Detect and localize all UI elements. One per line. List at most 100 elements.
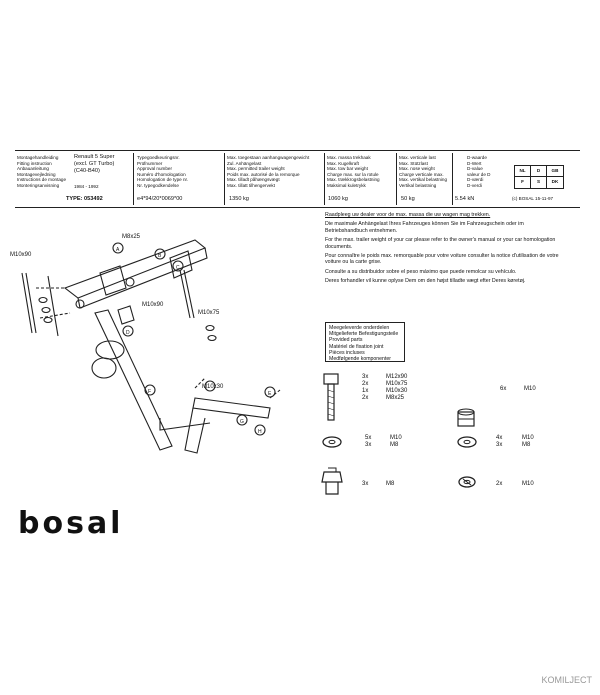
part-qty: 3x [362, 374, 369, 380]
dvalue-line: D-waarde [467, 155, 487, 160]
lang-line: Fitting instruction [17, 160, 52, 166]
exploded-assembly-diagram: M8x25 M10x90 M10x75 M10x90 M10x30 A B C … [10, 234, 281, 454]
vehicle-code: (C40-B40) [74, 168, 100, 174]
vertical-line: Max. nose weight [399, 166, 435, 171]
lang-line: Montagevejledning [17, 171, 56, 177]
parts-illustrations [321, 373, 477, 495]
label-m10x30: M10x30 [202, 384, 224, 390]
approval-number: e4*94/20*0069*00 [137, 196, 183, 202]
part-size: M8x25 [386, 395, 405, 401]
max-trailer-line: Max. tillatt tilhengervekt [227, 182, 275, 188]
part-qty: 3x [362, 481, 369, 487]
lang-line: Monteringsanvisning [17, 182, 60, 188]
part-qty: 2x [362, 395, 369, 401]
marker-letter: A [116, 247, 120, 253]
country-code: NL [515, 166, 531, 177]
part-size: M10 [524, 386, 536, 392]
lang-line: Instructions de montage [17, 177, 67, 182]
approval-line: Homologation de type nr. [137, 177, 189, 182]
label-m8x25: M8x25 [122, 234, 141, 240]
max-mass-line: Max. tow bar weight [327, 166, 368, 171]
dvalue-line: D-verdi [467, 182, 482, 188]
col-divider [396, 153, 397, 205]
part-qty: 6x [500, 386, 507, 392]
approval-line: Numéro d'homologation [137, 171, 186, 177]
col-divider [224, 153, 225, 205]
country-code: DK [551, 179, 559, 184]
max-trailer-line: Poids max. autorisé de la remorque [227, 171, 300, 177]
part-size: M12x90 [386, 374, 408, 380]
note-line: Consulte a su distribuidor sobre el peso… [325, 268, 517, 275]
col-divider [324, 153, 325, 205]
note-line: Deres forhandler vil kunne oplyse Dem om… [325, 278, 526, 285]
part-qty: 3x [496, 442, 503, 448]
part-size: M8 [390, 442, 399, 448]
note-line: Raadpleeg uw dealer voor de max. massa d… [325, 212, 491, 218]
part-size: M10x30 [386, 388, 408, 394]
approval-line: Nr. typegodkendelse [137, 182, 179, 188]
header-table [15, 150, 580, 208]
dvalue-line: valeur de D [467, 171, 491, 177]
country-code: D [531, 166, 547, 177]
parts-box-line: Medfølgende komponenter [329, 356, 391, 363]
part-qty: 5x [365, 435, 372, 441]
marker-letter: D [126, 330, 130, 336]
vehicle-name: Renault 5 Super [74, 154, 115, 160]
col-divider [452, 153, 453, 205]
marker-letter: F [148, 389, 151, 395]
max-trailer-line: Max. tilladt påhængsvægt [227, 177, 280, 182]
marker-letter: H [258, 429, 262, 435]
vertical-line: Charge verticale max. [399, 171, 444, 177]
dvalue-line: D-værdi [467, 177, 484, 182]
parts-box-line: Mitgelieferte Befestigungsteile [329, 331, 399, 338]
part-qty: 1x [362, 388, 369, 394]
parts-box-line: Provided parts [329, 337, 363, 344]
dvalue-line: D-value [467, 166, 483, 171]
part-size: M8 [386, 481, 395, 487]
max-trailer-value: 1350 kg [229, 196, 249, 202]
notes-block: Raadpleeg uw dealer voor de max. massa d… [325, 212, 559, 285]
max-mass-line: Charge max. sur la rotule [327, 171, 379, 177]
lock-nut-icon [457, 408, 475, 427]
header-col-vehicle: Renault 5 Super (excl. GT Turbo) (C40-B4… [74, 154, 114, 190]
part-qty: 2x [362, 381, 369, 387]
header-col-languages: Montagehandleiding Fitting instruction A… [17, 155, 66, 188]
part-size: M10 [522, 481, 534, 487]
max-mass-line: Max. trækkrogsbelastning [327, 177, 380, 182]
marker-letter: C [176, 265, 180, 271]
approval-line: Approval number [137, 166, 172, 171]
part-qty: 3x [365, 442, 372, 448]
parts-box-line: Matériel de fixation joint [329, 343, 384, 350]
spring-washer-icon [458, 476, 476, 488]
dvalue-value: 5.54 kN [455, 196, 475, 202]
vertical-value: 50 kg [401, 196, 415, 202]
max-mass-line: Maksimal kuletrykk [327, 182, 366, 188]
dvalue-line: D-Wert [467, 160, 482, 166]
type-number: TYPE: 053492 [66, 196, 103, 202]
country-code: F [515, 177, 531, 188]
header-col-max-trailer: Max. toegestaan aanhangwagengewicht Zul.… [227, 155, 309, 188]
part-qty: 4x [496, 435, 503, 441]
col-divider [133, 153, 134, 205]
header-col-max-mass: Max. massa trekhaak Max. Kugelkraft Max.… [327, 155, 380, 188]
washer-icon [322, 436, 342, 448]
max-mass-line: Max. massa trekhaak [327, 155, 371, 160]
parts-box: Meegeleverde onderdelen Mitgelieferte Be… [325, 322, 405, 362]
label-m10x90: M10x90 [10, 252, 32, 258]
vertical-line: Max. vertikal belastning [399, 177, 448, 182]
marker-letter: B [158, 253, 162, 259]
part-size: M10 [522, 435, 534, 441]
max-trailer-line: Zul. Anhängelast [227, 160, 262, 166]
note-line: Pour connaître le poids max. remorquable… [325, 253, 559, 260]
vehicle-years: 1984 - 1992 [74, 184, 99, 189]
max-mass-value: 1060 kg [328, 196, 348, 202]
marker-letter: G [240, 419, 244, 425]
note-line: For the max. trailer weight of your car … [325, 237, 556, 244]
part-size: M10x75 [386, 381, 408, 387]
clip-nut-icon [321, 467, 343, 495]
note-line: Die maximale Anhängelast Ihres Fahrzeuge… [325, 221, 524, 228]
part-qty: 2x [496, 481, 503, 487]
lang-line: Anbauanleitung [17, 166, 49, 171]
header-col-vertical: Max. verticale last Max. Stützlast Max. … [399, 155, 447, 188]
part-size: M10 [390, 435, 402, 441]
